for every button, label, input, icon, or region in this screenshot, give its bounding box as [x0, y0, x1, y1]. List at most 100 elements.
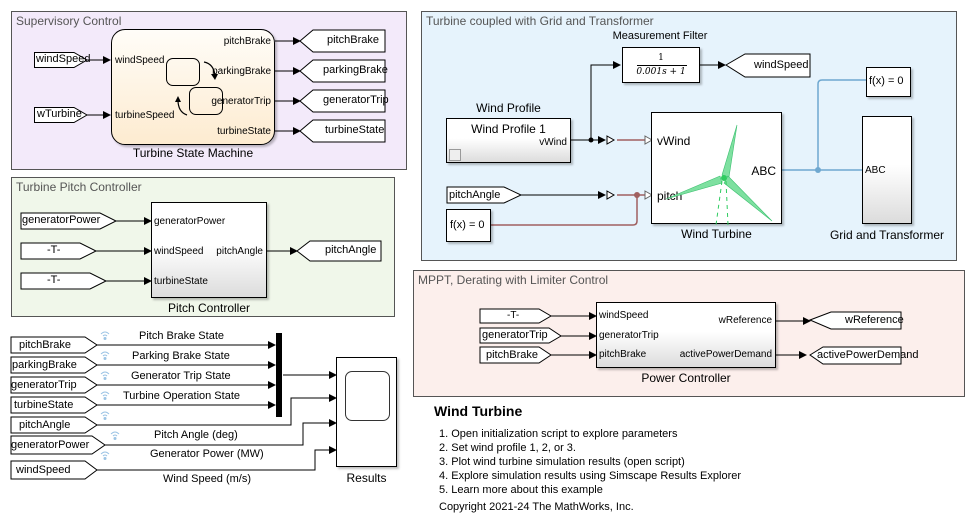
output-port-label: pitchAngle	[216, 246, 263, 257]
block-name: Results	[346, 471, 387, 485]
signal-label: Pitch Angle (deg)	[154, 429, 238, 441]
signal-logging-icons	[100, 331, 120, 460]
area-title: MPPT, Derating with Limiter Control	[418, 273, 609, 287]
signal-label: Pitch Brake State	[139, 330, 224, 342]
from-tag-generatortrip[interactable]: generatorTrip	[482, 329, 548, 341]
note-link-results-explorer[interactable]: 4. Explore simulation results using Sims…	[439, 470, 742, 482]
solver-label: f(x) = 0	[450, 219, 485, 231]
input-port-label: pitchBrake	[599, 349, 647, 360]
goto-tag-parkingbrake[interactable]: parkingBrake	[323, 64, 388, 76]
results-scope-block[interactable]	[336, 357, 397, 467]
signal-label: Parking Brake State	[132, 350, 230, 362]
block-name: Wind Profile	[476, 101, 541, 115]
input-port-label: pitch	[657, 189, 683, 203]
from-tag-windspeed[interactable]	[34, 52, 88, 68]
from-tag-generatorpower[interactable]: generatorPower	[22, 214, 101, 226]
output-port-label: generatorTrip	[211, 96, 271, 107]
area-title: Turbine coupled with Grid and Transforme…	[426, 14, 654, 28]
block-name: Grid and Transformer	[829, 228, 945, 242]
wind-profile-block[interactable]: Wind Profile 1 vWind	[446, 118, 571, 163]
from-tag-label: wTurbine	[37, 108, 82, 120]
filter-denominator: 0.001s + 1	[636, 67, 686, 77]
goto-tag-turbinestate[interactable]: turbineState	[325, 124, 385, 136]
output-port-label: ABC	[751, 164, 776, 178]
from-tag-turbinestate[interactable]: turbineState	[14, 399, 74, 411]
from-tag-pitchbrake[interactable]: pitchBrake	[486, 349, 538, 361]
block-name: Measurement Filter	[612, 30, 708, 42]
note-link-plot-results[interactable]: 3. Plot wind turbine simulation results …	[439, 456, 685, 468]
output-port-label: pitchBrake	[223, 36, 271, 47]
input-port-label: turbineState	[154, 276, 208, 287]
goto-tag-generatortrip[interactable]: generatorTrip	[323, 94, 389, 106]
input-port-label: vWind	[657, 134, 691, 148]
wind-turbine-icon	[665, 124, 773, 225]
power-controller-block[interactable]: windSpeed generatorTrip pitchBrake wRefe…	[596, 302, 776, 368]
transition-arrows-icon	[175, 61, 218, 116]
mux-block[interactable]	[276, 333, 282, 417]
from-tags	[479, 308, 562, 364]
block-name: Power Controller	[641, 371, 731, 385]
output-port-label: turbineState	[217, 126, 271, 137]
input-port-label: turbineSpeed	[115, 110, 175, 121]
input-port-label: windSpeed	[154, 246, 204, 257]
from-tag-pitchangle[interactable]: pitchAngle	[449, 189, 501, 201]
measurement-filter-block[interactable]: 1 0.001s + 1	[622, 47, 700, 83]
filter-numerator: 1	[658, 53, 664, 63]
notes-title: Wind Turbine	[434, 403, 523, 419]
from-tag-parkingbrake[interactable]: parkingBrake	[12, 359, 77, 371]
note-link-learn-more[interactable]: 5. Learn more about this example	[439, 484, 603, 496]
output-port-label: wReference	[718, 315, 772, 326]
fraction-bar	[637, 65, 687, 66]
signal-label: Wind Speed (m/s)	[163, 473, 252, 485]
from-tag-pitchbrake[interactable]: pitchBrake	[19, 339, 71, 351]
from-tag-generatortrip[interactable]: generatorTrip	[11, 379, 77, 391]
from-tag-label: windSpeed	[36, 53, 91, 65]
goto-tag	[296, 240, 382, 262]
output-port-label: activePowerDemand	[679, 349, 772, 360]
variant-subsystem-icon	[449, 149, 461, 161]
input-port-label: windSpeed	[599, 310, 649, 321]
input-port-label: generatorTrip	[599, 330, 659, 341]
turbine-state-machine-block[interactable]: windSpeed turbineSpeed pitchBrake parkin…	[111, 29, 275, 145]
state-icon	[166, 58, 200, 86]
from-tag-windspeed[interactable]: -T-	[47, 244, 61, 256]
goto-tags	[809, 311, 902, 365]
input-port-label: generatorPower	[154, 216, 226, 227]
area-title: Supervisory Control	[16, 14, 122, 28]
from-tag-wturbine[interactable]	[34, 107, 88, 123]
signal-label: Generator Power (MW)	[150, 448, 264, 460]
from-tag-windspeed[interactable]: windSpeed	[16, 464, 71, 476]
block-name: Wind Turbine	[681, 227, 752, 241]
solver-configuration-block-2[interactable]: f(x) = 0	[866, 67, 911, 97]
note-link-wind-profile[interactable]: 2. Set wind profile 1, 2, or 3.	[439, 442, 576, 454]
input-port-label: windSpeed	[115, 55, 165, 66]
notes-panel: Wind Turbine 1. Open initialization scri…	[434, 403, 834, 514]
goto-tag-wreference[interactable]: wReference	[845, 314, 904, 326]
block-name: Turbine State Machine	[132, 146, 254, 160]
signal-label: Turbine Operation State	[123, 390, 240, 402]
goto-tag-windspeed[interactable]: windSpeed	[754, 59, 809, 71]
solver-label: f(x) = 0	[869, 75, 904, 87]
wire	[96, 394, 337, 426]
pitch-controller-block[interactable]: generatorPower windSpeed turbineState pi…	[151, 202, 267, 298]
goto-tag-activepowerdemand[interactable]: activePowerDemand	[817, 349, 919, 361]
from-tag-windspeed[interactable]: -T-	[507, 310, 520, 321]
from-tag-turbinestate[interactable]: -T-	[47, 274, 61, 286]
copyright: Copyright 2021-24 The MathWorks, Inc.	[439, 501, 634, 513]
output-port-label: vWind	[539, 137, 567, 148]
wind-profile-label: Wind Profile 1	[471, 122, 546, 136]
solver-configuration-block[interactable]: f(x) = 0	[446, 209, 491, 242]
from-tag-pitchangle[interactable]: pitchAngle	[19, 419, 71, 431]
goto-tag-pitchbrake[interactable]: pitchBrake	[327, 34, 379, 46]
output-port-label: parkingBrake	[212, 66, 271, 77]
input-port-label: ABC	[865, 165, 886, 176]
note-link-init-script[interactable]: 1. Open initialization script to explore…	[439, 428, 678, 440]
logging-from-tags	[10, 336, 106, 480]
wind-turbine-block[interactable]: vWind pitch ABC	[651, 112, 782, 225]
signal-label: Generator Trip State	[131, 370, 231, 382]
from-tag-generatorpower[interactable]: generatorPower	[11, 439, 90, 451]
from-tag	[446, 186, 523, 204]
goto-tag-pitchangle[interactable]: pitchAngle	[325, 244, 377, 256]
area-title: Turbine Pitch Controller	[16, 180, 142, 194]
grid-and-transformer-block[interactable]: ABC	[862, 116, 912, 224]
